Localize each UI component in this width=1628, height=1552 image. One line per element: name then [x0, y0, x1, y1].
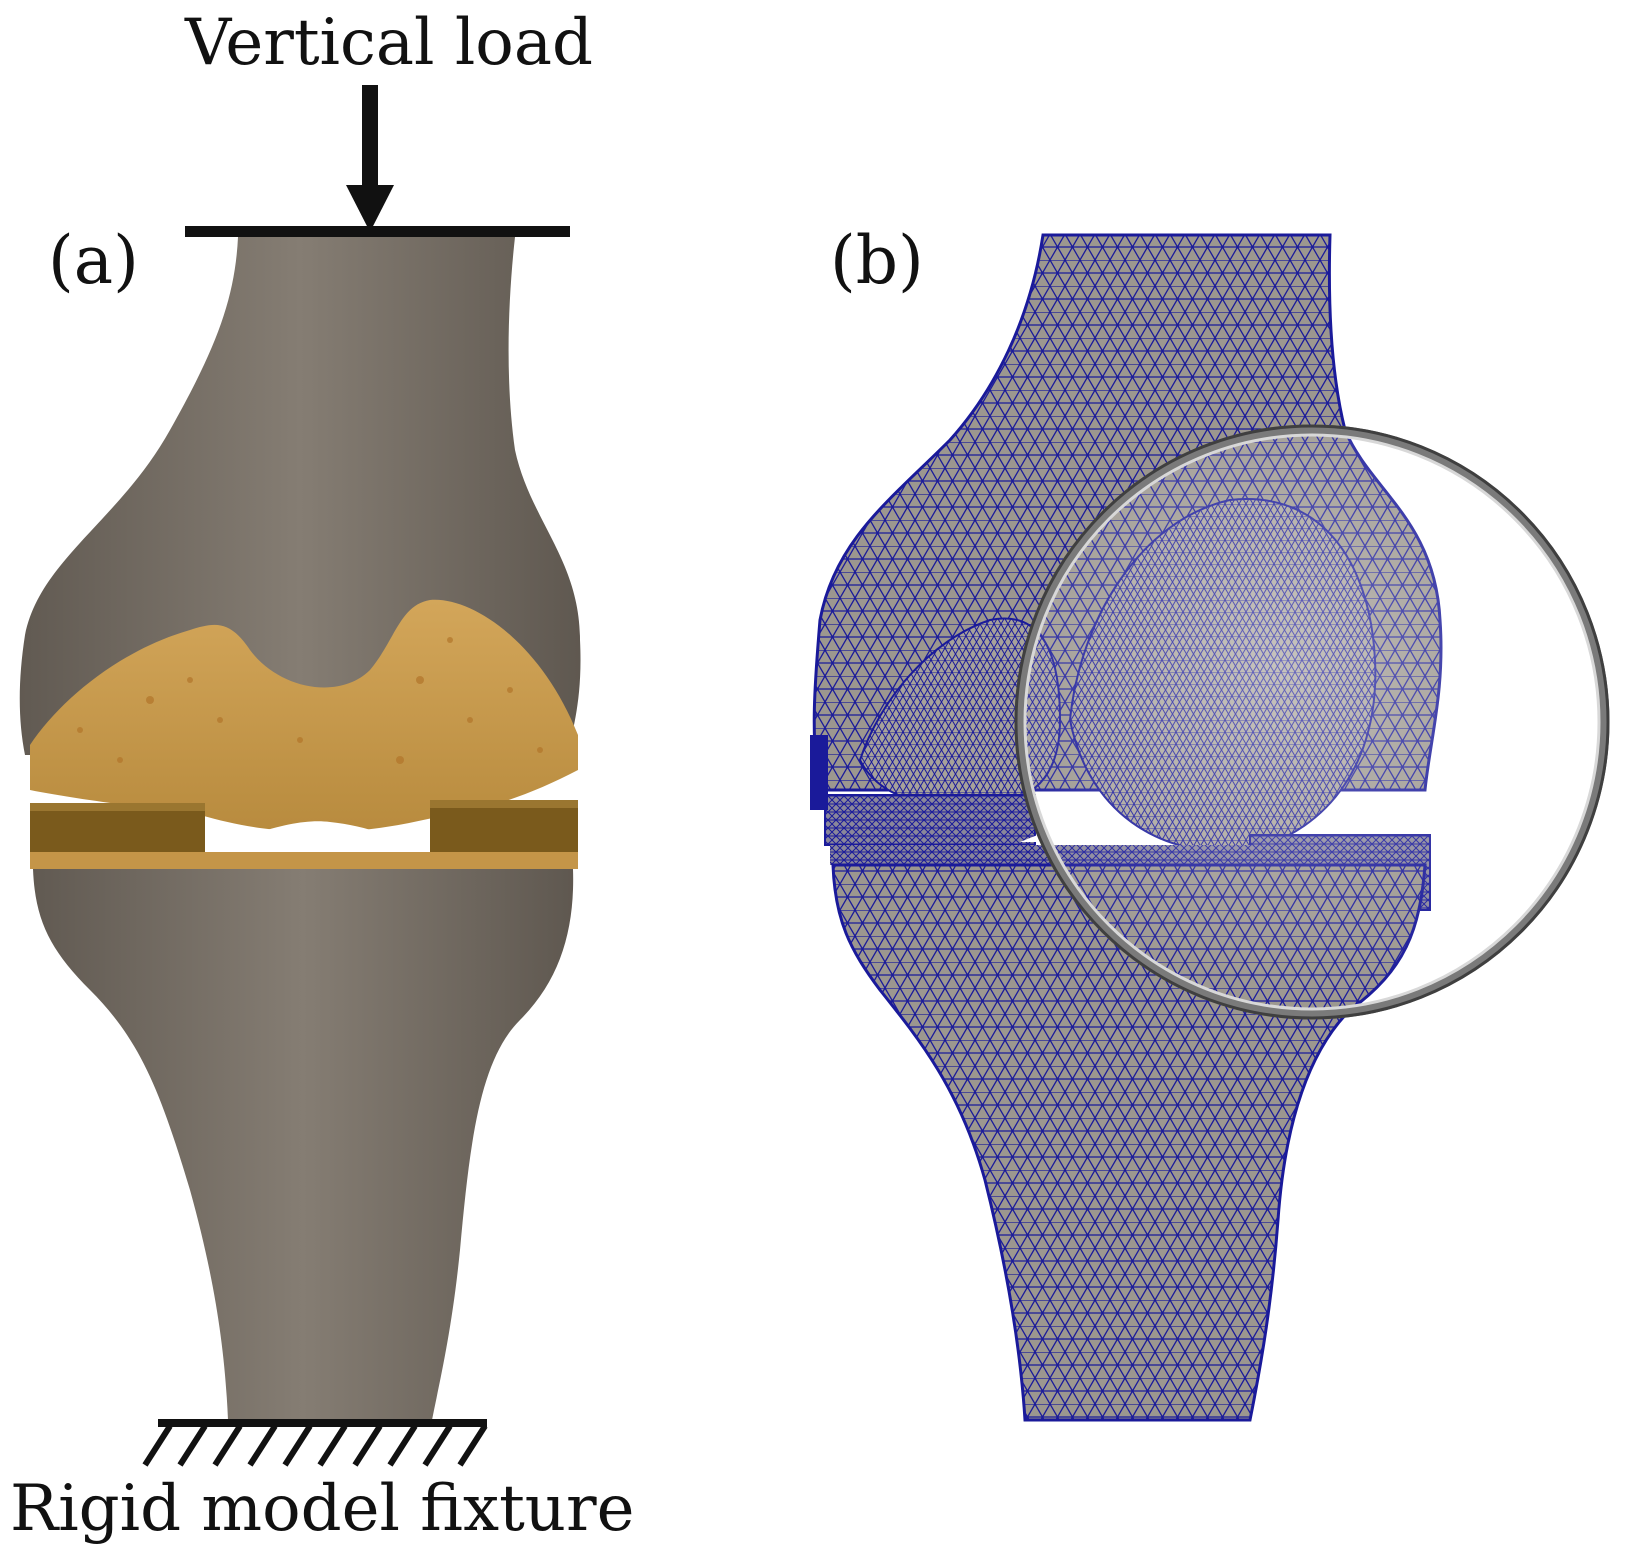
panel-a-solid-model — [19, 85, 581, 1467]
hatched-ground-icon — [142, 1419, 488, 1467]
meniscus-right — [430, 800, 578, 855]
femoral-cartilage — [30, 599, 578, 832]
vertical-load-label: Vertical load — [185, 6, 593, 80]
load-plate — [185, 226, 570, 237]
meniscus-mesh-left — [824, 794, 1036, 846]
tibial-cartilage — [30, 852, 578, 869]
panel-b-label: (b) — [830, 222, 924, 299]
cartilage-texture — [77, 637, 543, 764]
down-arrow-icon — [346, 85, 394, 232]
tibia-bone — [33, 869, 574, 1420]
magnifier-ring-icon — [1014, 424, 1610, 1020]
rigid-fixture-label: Rigid model fixture — [10, 1472, 635, 1546]
meniscus-left — [30, 803, 205, 855]
panel-b-mesh-model — [810, 233, 1610, 1422]
panel-a-label: (a) — [48, 222, 139, 299]
joint-gap — [205, 821, 430, 852]
